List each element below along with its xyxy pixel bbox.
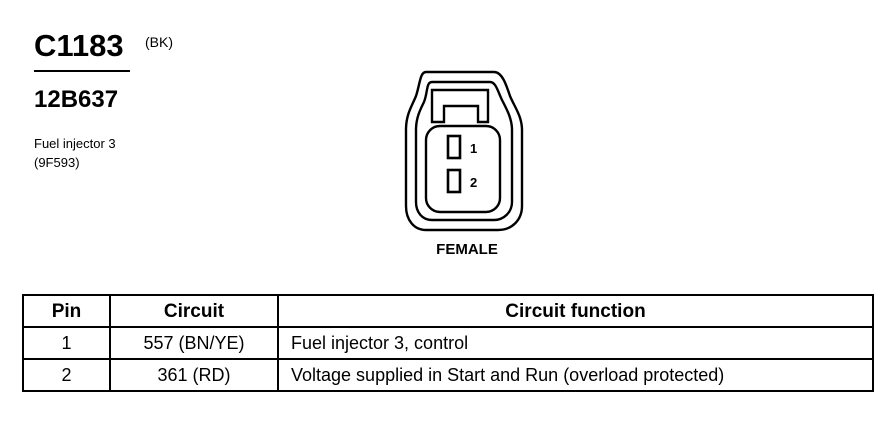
- column-header-pin: Pin: [22, 294, 111, 328]
- component-code: (9F593): [34, 155, 80, 170]
- component-description: Fuel injector 3 (9F593): [34, 134, 116, 172]
- pin-cell: 1: [22, 326, 111, 360]
- column-header-function: Circuit function: [277, 294, 874, 328]
- connector-inner-shell: [414, 80, 514, 222]
- pin-2-cavity: [446, 168, 462, 194]
- connector-face-diagram: 1 2: [404, 70, 524, 232]
- connector-id-underline: [34, 70, 130, 72]
- circuit-cell: 361 (RD): [109, 358, 279, 392]
- connector-terminal-body: [424, 124, 502, 214]
- pin-2-label: 2: [470, 175, 477, 190]
- column-header-circuit: Circuit: [109, 294, 279, 328]
- pin-cell: 2: [22, 358, 111, 392]
- pin-1-label: 1: [470, 141, 477, 156]
- connector-id: C1183: [34, 28, 124, 63]
- function-cell: Voltage supplied in Start and Run (overl…: [277, 358, 874, 392]
- circuit-cell: 557 (BN/YE): [109, 326, 279, 360]
- pin-circuit-table: Pin Circuit Circuit function 1 557 (BN/Y…: [22, 294, 874, 392]
- table-header-row: Pin Circuit Circuit function: [22, 294, 874, 328]
- connector-outer-shell: [404, 70, 524, 232]
- part-number: 12B637: [34, 86, 119, 113]
- table-row: 1 557 (BN/YE) Fuel injector 3, control: [22, 326, 874, 360]
- connector-gender-label: FEMALE: [436, 241, 498, 258]
- connector-locking-tab: [430, 88, 490, 124]
- table-row: 2 361 (RD) Voltage supplied in Start and…: [22, 358, 874, 392]
- component-name: Fuel injector 3: [34, 136, 116, 151]
- pin-1-cavity: [446, 134, 462, 160]
- function-cell: Fuel injector 3, control: [277, 326, 874, 360]
- color-code: (BK): [145, 34, 173, 50]
